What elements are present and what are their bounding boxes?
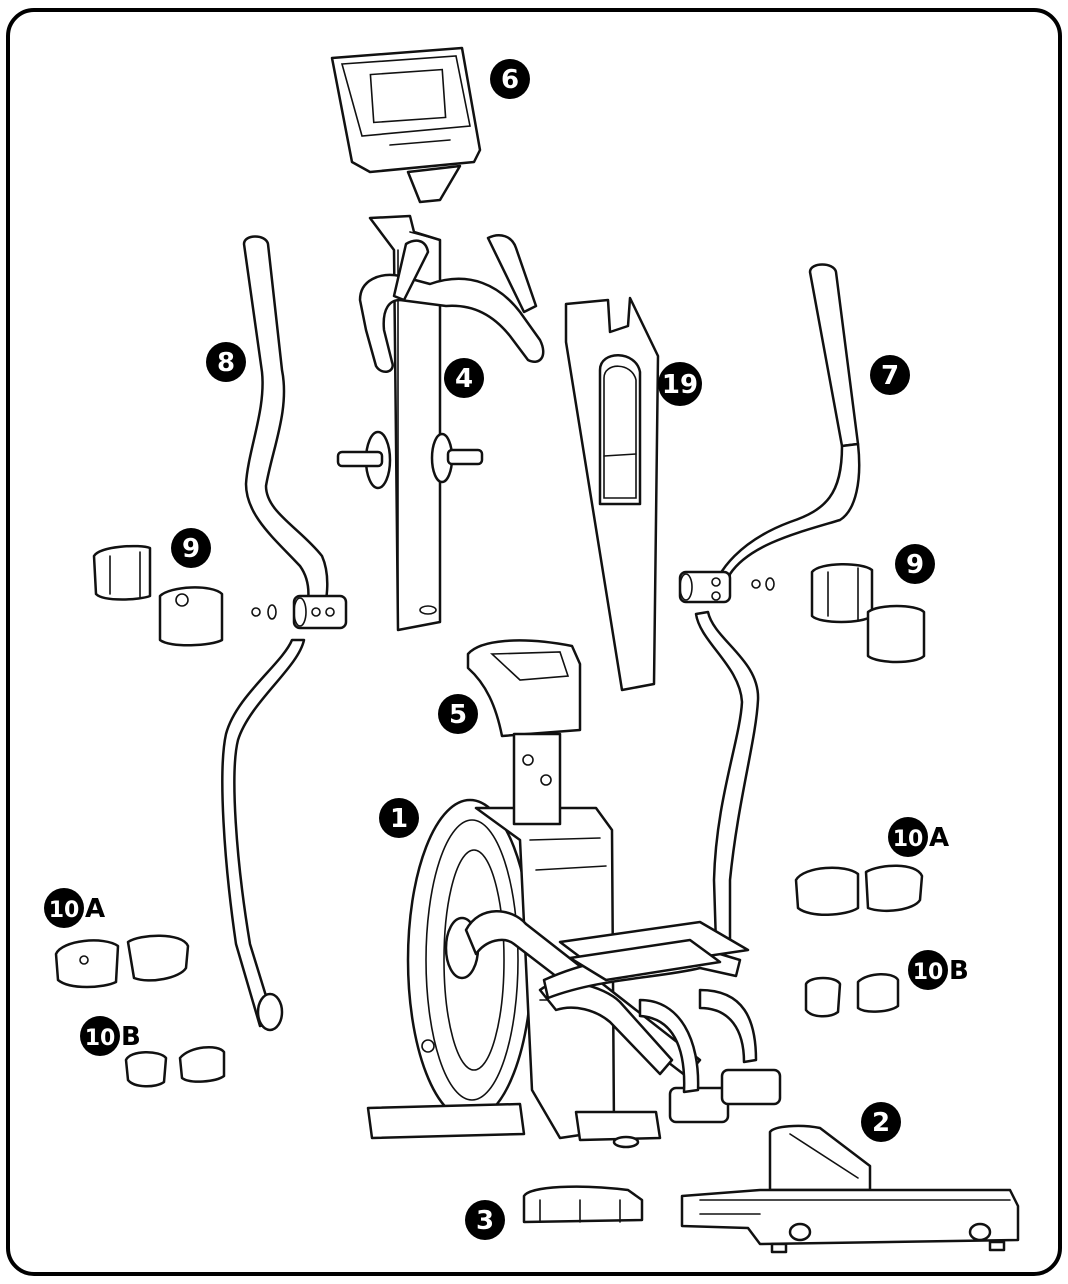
callout-number: 1	[390, 804, 408, 834]
callout-number: 8	[217, 348, 235, 378]
callout-part-10b-left: 10 B	[80, 1016, 141, 1056]
callout-part-19: 19	[658, 362, 702, 406]
right-arm-part-7	[678, 263, 861, 946]
callout-part-6: 6	[490, 59, 530, 99]
callout-number: 2	[872, 1108, 890, 1138]
shroud-part-19	[564, 296, 660, 692]
left-end-cap-part-10b	[124, 1045, 226, 1088]
left-arm-part-8	[221, 235, 348, 1032]
callout-number: 10	[49, 898, 80, 923]
rear-base-part-2	[680, 1124, 1020, 1254]
callout-number: 7	[881, 361, 899, 391]
callout-number: 9	[182, 534, 200, 564]
callout-part-4: 4	[444, 358, 484, 398]
callout-part-10a-right: 10 A	[888, 817, 949, 857]
right-end-cap-part-10a	[794, 864, 924, 916]
callout-part-7: 7	[870, 355, 910, 395]
upright-mast-part-4	[336, 214, 545, 632]
callout-suffix: B	[121, 1022, 141, 1052]
callout-number: 10	[913, 960, 944, 985]
callout-number: 10	[85, 1026, 116, 1051]
callout-number: 3	[476, 1206, 494, 1236]
callout-suffix: B	[949, 956, 969, 986]
callout-number: 5	[449, 700, 467, 730]
callout-number: 6	[501, 65, 519, 95]
left-pivot-covers-part-9	[92, 544, 277, 647]
callout-part-8: 8	[206, 342, 246, 382]
callout-number: 9	[906, 550, 924, 580]
callout-part-3: 3	[465, 1200, 505, 1240]
stabilizer-part-3	[522, 1185, 644, 1224]
cover-part-5	[466, 639, 582, 738]
callout-suffix: A	[929, 823, 949, 853]
right-end-cap-part-10b	[804, 973, 900, 1018]
callout-number: 19	[662, 370, 698, 400]
main-frame-part-1	[366, 732, 782, 1149]
callout-part-9-right: 9	[895, 544, 935, 584]
callout-part-9-left: 9	[171, 528, 211, 568]
callout-part-2: 2	[861, 1102, 901, 1142]
diagram-frame	[6, 8, 1062, 1276]
callout-part-10a-left: 10 A	[44, 888, 105, 928]
callout-part-10b-right: 10 B	[908, 950, 969, 990]
callout-part-5: 5	[438, 694, 478, 734]
callout-suffix: A	[85, 894, 105, 924]
right-pivot-covers-part-9	[810, 562, 926, 664]
console-part-6	[330, 46, 482, 204]
callout-part-1: 1	[379, 798, 419, 838]
callout-number: 4	[455, 364, 473, 394]
left-end-cap-part-10a	[54, 934, 190, 989]
callout-number: 10	[893, 827, 924, 852]
